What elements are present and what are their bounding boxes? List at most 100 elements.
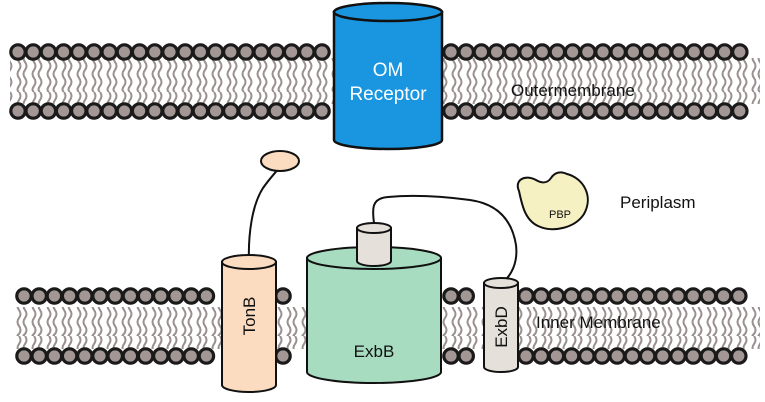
exbd-tether xyxy=(372,195,518,284)
lipid-head xyxy=(623,287,642,305)
lipid-head xyxy=(533,102,551,120)
lipid-head xyxy=(115,102,134,120)
lipid-head xyxy=(562,347,581,365)
lipid-head xyxy=(457,102,475,120)
lipid-head xyxy=(39,102,58,120)
tonb-tether xyxy=(247,167,280,263)
lipid-head xyxy=(121,287,140,305)
inner-membrane-heads xyxy=(15,287,748,365)
outer-membrane xyxy=(9,43,760,120)
lipid-head xyxy=(594,43,612,61)
lipid-head xyxy=(161,102,179,120)
lipid-head xyxy=(533,43,551,61)
lipid-head xyxy=(167,347,185,365)
lipid-head xyxy=(222,102,240,120)
om-receptor-label-line2: Receptor xyxy=(349,84,427,105)
lipid-head xyxy=(700,43,719,61)
lipid-head xyxy=(502,102,521,120)
lipid-head xyxy=(624,43,643,61)
lipid-head xyxy=(30,287,48,305)
lipid-head xyxy=(487,102,506,120)
lipid-head xyxy=(237,102,255,120)
lipid-head xyxy=(15,287,33,305)
lipid-head xyxy=(730,102,749,120)
outer-membrane-tails-left xyxy=(10,58,335,104)
lipid-head xyxy=(267,43,286,61)
lipid-head xyxy=(274,347,292,365)
lipid-head xyxy=(563,102,582,120)
exbd-label: ExbD xyxy=(492,306,511,348)
lipid-head xyxy=(9,43,27,61)
lipid-head xyxy=(669,287,687,305)
lipid-head xyxy=(39,43,58,61)
om-receptor-label-line1: OM xyxy=(373,60,404,81)
lipid-head xyxy=(714,287,733,305)
tonb-ball xyxy=(260,150,300,172)
lipid-head xyxy=(577,287,596,305)
lipid-head xyxy=(715,102,734,120)
lipid-head xyxy=(45,287,64,305)
outer-membrane-heads xyxy=(9,43,749,120)
lipid-head xyxy=(282,43,301,61)
lipid-head xyxy=(136,287,155,305)
lipid-head xyxy=(699,347,718,365)
pbp: PBP xyxy=(516,171,589,231)
exbb-cap xyxy=(356,222,392,267)
lipid-head xyxy=(654,102,673,120)
lipid-head xyxy=(653,347,672,365)
lipid-head xyxy=(472,102,491,120)
outer-membrane-label: Outermembrane xyxy=(511,81,635,100)
lipid-head xyxy=(594,102,612,120)
lipid-head xyxy=(100,102,118,120)
lipid-head xyxy=(548,102,567,120)
lipid-head xyxy=(517,287,535,305)
lipid-head xyxy=(9,102,27,120)
lipid-head xyxy=(684,287,702,305)
lipid-head xyxy=(685,102,703,120)
lipid-head xyxy=(442,347,460,365)
lipid-head xyxy=(206,102,225,120)
lipid-head xyxy=(267,102,286,120)
lipid-head xyxy=(669,347,687,365)
lipid-head xyxy=(442,102,460,120)
lipid-head xyxy=(30,347,48,365)
lipid-head xyxy=(60,347,79,365)
lipid-head xyxy=(121,347,140,365)
lipid-head xyxy=(638,287,657,305)
lipid-head xyxy=(161,43,179,61)
lipid-head xyxy=(222,43,240,61)
lipid-head xyxy=(182,287,200,305)
lipid-head xyxy=(670,43,688,61)
lipid-head xyxy=(274,287,292,305)
lipid-head xyxy=(714,347,733,365)
lipid-head xyxy=(457,287,475,305)
lipid-head xyxy=(24,43,42,61)
lipid-head xyxy=(76,347,94,365)
lipid-head xyxy=(313,102,331,120)
lipid-head xyxy=(115,43,134,61)
om-receptor: OM Receptor xyxy=(332,1,444,151)
lipid-head xyxy=(297,43,316,61)
lipid-head xyxy=(472,43,491,61)
lipid-head xyxy=(563,43,582,61)
lipid-head xyxy=(176,43,194,61)
lipid-head xyxy=(146,102,164,120)
lipid-head xyxy=(715,43,734,61)
lipid-head xyxy=(639,43,658,61)
lipid-head xyxy=(502,43,521,61)
lipid-head xyxy=(313,43,331,61)
periplasm-label: Periplasm xyxy=(620,193,696,212)
lipid-head xyxy=(152,347,170,365)
lipid-head xyxy=(532,287,550,305)
lipid-head xyxy=(654,43,673,61)
lipid-head xyxy=(252,43,271,61)
lipid-head xyxy=(518,43,536,61)
lipid-head xyxy=(252,102,271,120)
lipid-head xyxy=(136,347,155,365)
lipid-head xyxy=(297,102,316,120)
lipid-head xyxy=(442,43,460,61)
lipid-head xyxy=(70,43,88,61)
lipid-head xyxy=(685,43,703,61)
